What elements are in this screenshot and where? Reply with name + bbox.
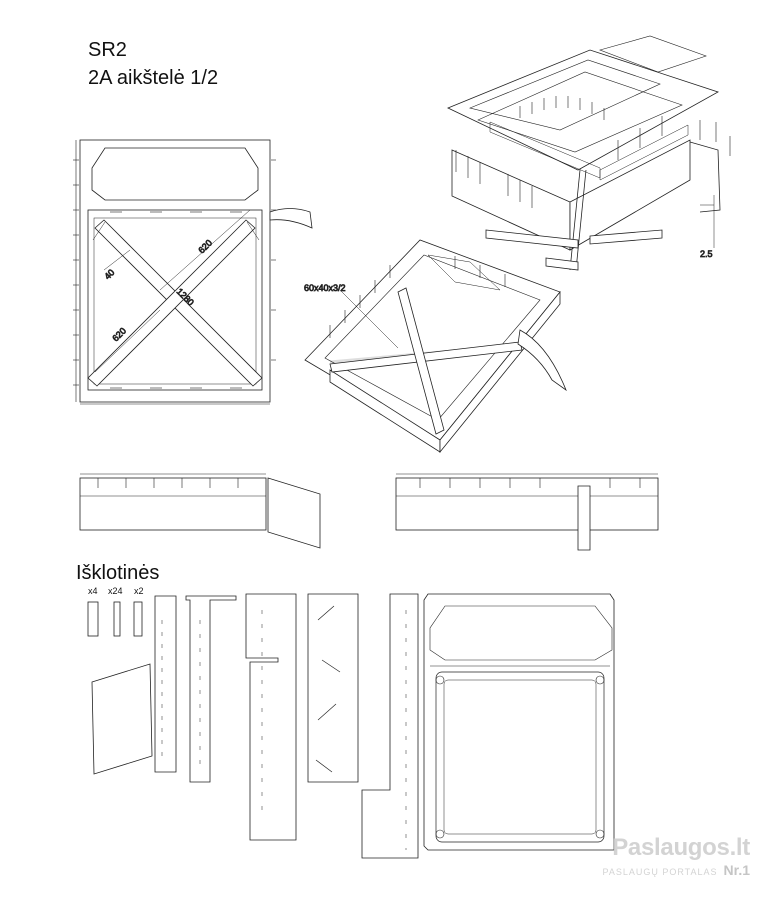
quantity-label: x2 (134, 586, 144, 596)
flat-patterns (87, 593, 615, 859)
plate-part (91, 663, 153, 775)
frame-pattern (423, 593, 615, 851)
exploded-isometric-view (447, 35, 731, 271)
top-view-plan (73, 139, 313, 405)
drawing-code: SR2 (88, 39, 127, 61)
strip-part (154, 595, 177, 773)
strip-part (185, 595, 237, 783)
dimension-label: 620 (196, 238, 214, 256)
watermark-tag: PASLAUGŲ PORTALAS (602, 867, 718, 877)
brace-profile (397, 287, 445, 435)
section-title: Išklotinės (76, 562, 160, 584)
strip-part (307, 593, 359, 783)
strip-part (245, 593, 297, 841)
side-view-left (79, 473, 321, 549)
drawing-title: 2A aikštelė 1/2 (88, 67, 219, 89)
small-part (133, 601, 143, 637)
octagon-cutout (91, 147, 259, 201)
cross-brace (87, 219, 256, 387)
brace-profile (329, 341, 523, 373)
watermark-logo: Paslaugos.lt PASLAUGŲ PORTALAS Nr.1 (602, 834, 750, 880)
watermark-nr: Nr.1 (723, 862, 750, 878)
long-strip-part (361, 593, 419, 859)
dimension-label: 2.5 (700, 249, 713, 259)
side-view-right (395, 473, 659, 551)
profile-label: 60x40x3/2 (304, 283, 346, 293)
assembled-isometric-view (304, 239, 567, 454)
quantity-label: x24 (108, 586, 123, 596)
quantity-label: x4 (88, 586, 98, 596)
small-part (113, 601, 121, 637)
slot-marks (110, 211, 242, 389)
small-part (87, 601, 99, 637)
watermark-name: Paslaugos.lt (612, 834, 750, 861)
tick-marks (73, 159, 276, 386)
